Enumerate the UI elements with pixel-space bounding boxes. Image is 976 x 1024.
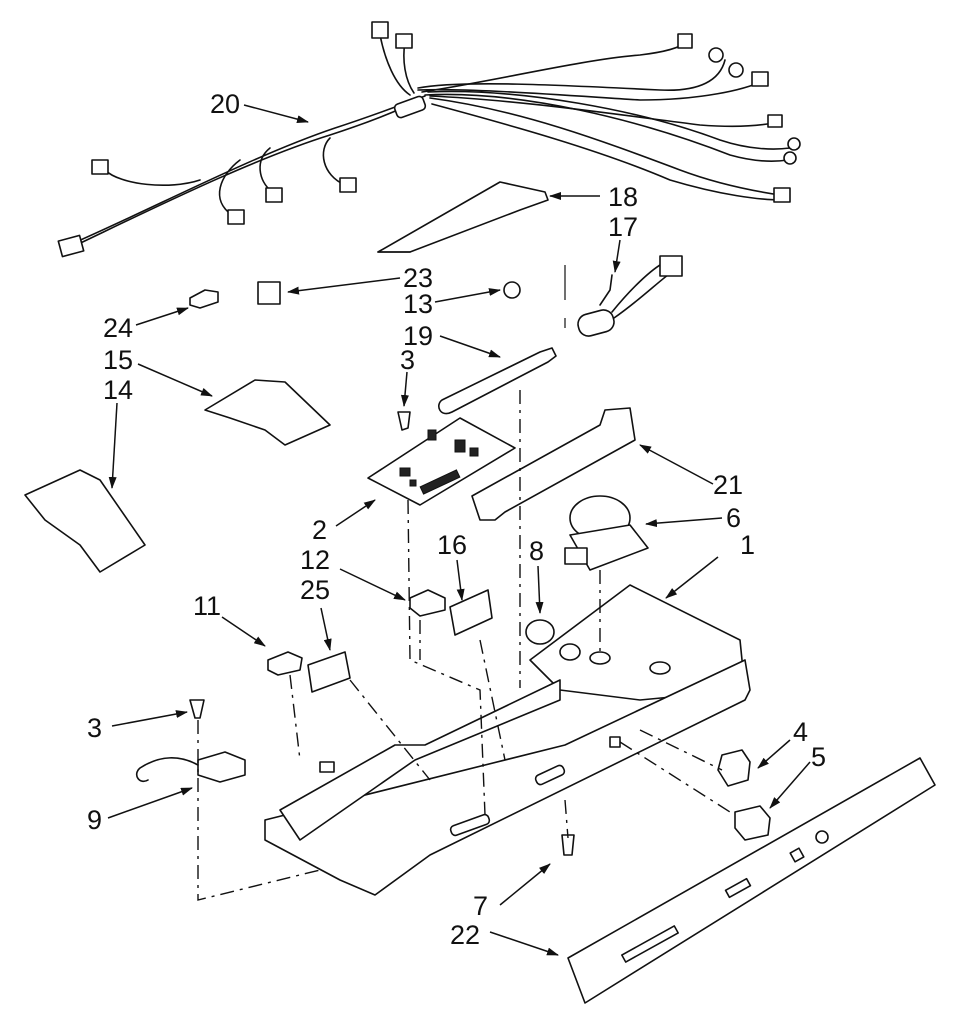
callout-4: 4 bbox=[793, 717, 808, 747]
callout-13: 13 bbox=[403, 289, 433, 319]
knob-part bbox=[525, 619, 555, 645]
switch-12 bbox=[409, 589, 446, 617]
callout-3a: 3 bbox=[400, 345, 415, 375]
screw-7 bbox=[561, 834, 575, 856]
callout-15: 15 bbox=[103, 345, 133, 375]
callout-21: 21 bbox=[713, 470, 743, 500]
screw-part bbox=[397, 411, 411, 431]
control-housing bbox=[264, 584, 751, 896]
callout-17: 17 bbox=[608, 212, 638, 242]
callout-labels: 20 18 17 23 13 24 19 15 3 14 21 6 2 16 1… bbox=[87, 89, 826, 950]
callout-22: 22 bbox=[450, 920, 480, 950]
callout-3b: 3 bbox=[87, 713, 102, 743]
callout-16: 16 bbox=[437, 530, 467, 560]
wire-harness bbox=[57, 21, 801, 258]
callout-20: 20 bbox=[210, 89, 240, 119]
switch-5 bbox=[734, 805, 771, 841]
clip-part bbox=[257, 281, 281, 305]
control-cover bbox=[377, 181, 549, 253]
switch-11 bbox=[267, 651, 303, 676]
callout-6: 6 bbox=[726, 503, 741, 533]
callout-12: 12 bbox=[300, 545, 330, 575]
assembly-lines bbox=[197, 390, 731, 901]
callout-9: 9 bbox=[87, 805, 102, 835]
switch-4 bbox=[717, 749, 751, 787]
callout-19: 19 bbox=[403, 321, 433, 351]
insulation-21 bbox=[471, 407, 636, 521]
faceplate-22 bbox=[567, 757, 936, 1004]
callout-5: 5 bbox=[811, 742, 826, 772]
screw-part-lower bbox=[189, 699, 205, 719]
callout-8: 8 bbox=[529, 536, 544, 566]
callout-7: 7 bbox=[473, 891, 488, 921]
callout-1: 1 bbox=[740, 530, 755, 560]
light-tube bbox=[438, 347, 557, 415]
callout-23: 23 bbox=[403, 263, 433, 293]
defrost-timer bbox=[564, 495, 649, 571]
callout-2: 2 bbox=[312, 515, 327, 545]
control-board bbox=[367, 417, 516, 506]
bulb-part bbox=[503, 281, 521, 299]
leader-arrows bbox=[107, 104, 811, 956]
callout-25: 25 bbox=[300, 575, 330, 605]
label-25 bbox=[307, 651, 351, 693]
capacitor-part bbox=[577, 255, 683, 337]
label-16 bbox=[449, 589, 493, 636]
cover-14 bbox=[24, 469, 146, 573]
thermostat-9 bbox=[135, 751, 246, 783]
callout-11: 11 bbox=[193, 591, 221, 621]
callout-18: 18 bbox=[608, 182, 638, 212]
retainer-part bbox=[189, 289, 219, 309]
cover-15 bbox=[204, 379, 331, 446]
callout-24: 24 bbox=[103, 313, 133, 343]
callout-14: 14 bbox=[103, 375, 133, 405]
